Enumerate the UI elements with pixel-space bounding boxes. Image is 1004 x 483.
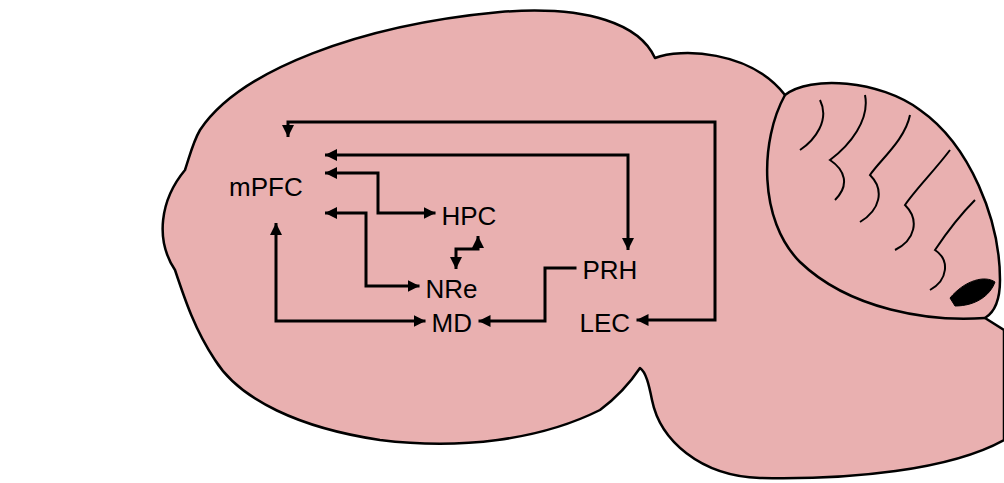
region-label: HPC: [442, 201, 497, 231]
pathway-arrow: [479, 268, 577, 321]
region-node: mPFC: [226, 140, 322, 220]
cerebellum-border: [767, 95, 985, 319]
pathway-arrow: [325, 173, 436, 213]
fourth-ventricle: [950, 279, 995, 306]
brain-outline: [163, 11, 1004, 479]
region-node: HPC: [439, 199, 500, 233]
region-label: PRH: [583, 255, 638, 285]
region-node: MD: [429, 306, 476, 340]
region-label: NRe: [426, 274, 479, 304]
pathway-arrow: [325, 213, 420, 286]
pathway-arrow: [325, 155, 628, 250]
pathway-arrow: [288, 122, 715, 320]
region-label: mPFC: [229, 172, 303, 202]
region-node: PRH: [580, 253, 641, 287]
region-label: MD: [432, 308, 473, 338]
pathway-arrow: [456, 236, 478, 269]
region-node: NRe: [423, 272, 482, 306]
region-label: LEC: [580, 308, 631, 338]
region-node: LEC: [577, 306, 634, 340]
pathway-arrow: [276, 223, 426, 321]
cerebellum-folia: [800, 95, 975, 290]
